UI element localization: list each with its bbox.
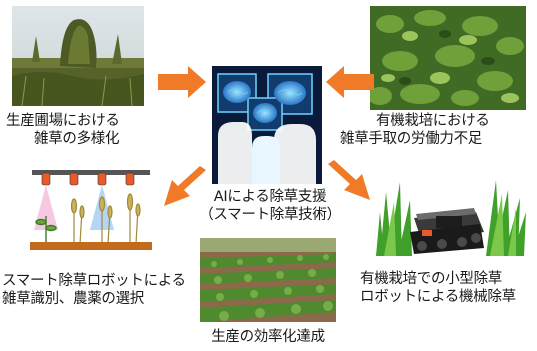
top-right-caption-line2: 雑草手取の労働力不足 bbox=[340, 131, 482, 147]
center-caption-line1: AIによる除草支援 bbox=[213, 189, 327, 205]
ai-brain-image bbox=[212, 66, 322, 184]
bottom-center-caption: 生産の効率化達成 bbox=[188, 328, 348, 346]
bottom-center-caption-line1: 生産の効率化達成 bbox=[211, 329, 325, 345]
weeding-robot-illustration bbox=[376, 172, 526, 256]
bottom-right-caption: 有機栽培での小型除草 ロボットによる機械除草 bbox=[360, 270, 516, 306]
arrow-top-right-to-center bbox=[326, 66, 374, 98]
weedy-field-photo bbox=[12, 6, 144, 106]
arrow-shape bbox=[164, 166, 206, 206]
bottom-right-caption-line1: 有機栽培での小型除草 bbox=[360, 271, 502, 287]
arrow-top-left-to-center bbox=[158, 66, 206, 98]
arrow-shape bbox=[326, 66, 374, 98]
bottom-left-caption-line1: スマート除草ロボットによる bbox=[2, 273, 186, 289]
crop-rows-photo bbox=[200, 238, 336, 322]
arrow-shape bbox=[328, 160, 370, 200]
dense-weeds-photo bbox=[370, 6, 526, 110]
bottom-right-caption-line2: ロボットによる機械除草 bbox=[360, 289, 516, 305]
top-left-caption-line1: 生産圃場における bbox=[6, 113, 120, 129]
center-caption-line2: （スマート除草技術） bbox=[199, 207, 341, 223]
arrow-center-to-bottom-left bbox=[164, 166, 206, 206]
bottom-left-caption-line2: 雑草識別、農薬の選択 bbox=[2, 291, 144, 307]
top-right-caption: 有機栽培における 雑草手取の労働力不足 bbox=[340, 112, 490, 148]
top-left-caption: 生産圃場における 雑草の多様化 bbox=[6, 112, 120, 148]
top-left-caption-line2: 雑草の多様化 bbox=[34, 131, 120, 147]
arrow-center-to-bottom-right bbox=[328, 160, 370, 200]
sprayer-nozzles-illustration bbox=[28, 164, 154, 252]
arrow-shape bbox=[158, 66, 206, 98]
center-caption: AIによる除草支援 （スマート除草技術） bbox=[190, 188, 350, 224]
bottom-left-caption: スマート除草ロボットによる 雑草識別、農薬の選択 bbox=[2, 272, 186, 308]
top-right-caption-line1: 有機栽培における bbox=[376, 113, 490, 129]
